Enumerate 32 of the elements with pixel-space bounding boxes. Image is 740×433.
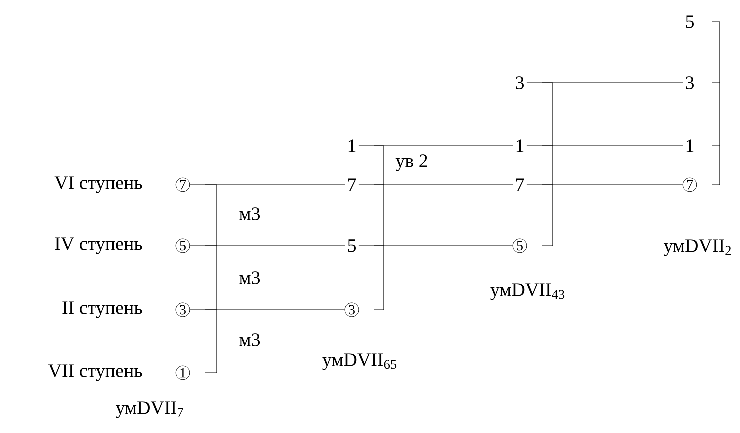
interval-label: ув 2: [396, 154, 428, 172]
circled-number: 3: [344, 302, 360, 318]
connector-line: [526, 184, 684, 186]
interval-label: м3: [240, 334, 260, 346]
step-label: IV ступень: [55, 238, 142, 254]
step-label: VI ступень: [54, 176, 142, 194]
connector-line: [526, 82, 684, 84]
note-number: 1: [348, 140, 356, 152]
note-number: 5: [348, 240, 356, 252]
note-number: 3: [516, 76, 524, 90]
note-number: 7: [516, 178, 524, 192]
circled-number: 1: [176, 366, 190, 380]
chord-name: умDVII$_{7}$: [116, 402, 184, 418]
chord-name: умDVII$_{65}$: [322, 354, 397, 370]
connector-line: [358, 184, 514, 186]
note-number: 1: [686, 140, 694, 152]
note-number: 5: [686, 16, 694, 28]
connector-line: [190, 184, 346, 186]
note-number: 3: [686, 76, 694, 90]
note-number: 7: [348, 178, 356, 192]
circled-number: 5: [512, 238, 528, 254]
interval-label: м3: [240, 272, 260, 284]
circled-number: 3: [176, 302, 190, 318]
circled-number: 7: [682, 178, 698, 192]
step-label: II ступень: [62, 302, 142, 318]
chord-name: умDVII$_{2}$: [664, 240, 732, 256]
chord-name: умDVII$_{43}$: [490, 284, 565, 300]
circled-number: 5: [176, 238, 190, 254]
interval-label: м3: [240, 208, 260, 220]
circled-number: 7: [176, 178, 190, 192]
note-number: 1: [516, 140, 524, 152]
step-label: VII ступень: [48, 364, 142, 382]
